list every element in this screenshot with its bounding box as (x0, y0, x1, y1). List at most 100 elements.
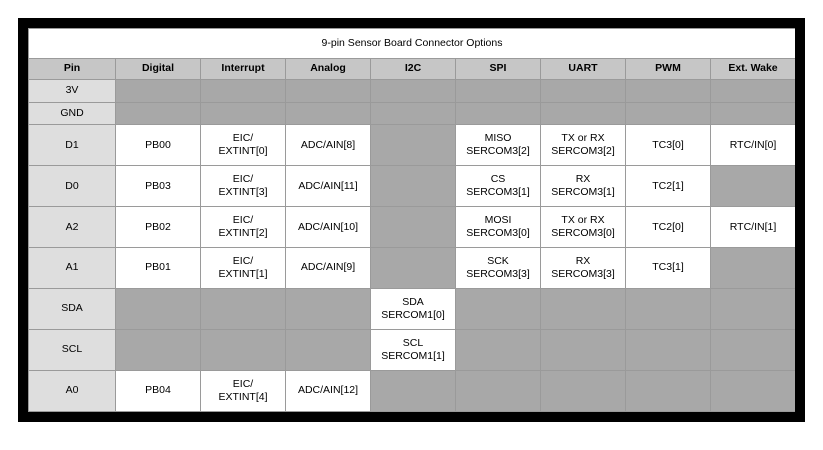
cell-line: EXTINT[3] (218, 186, 268, 199)
cell-d0-pwm: TC2[1] (625, 165, 711, 208)
cell-line: RTC/IN[1] (729, 220, 777, 233)
empty-cell-d1-i2c (370, 124, 456, 167)
empty-cell-d0-ext-wake (709, 165, 795, 208)
empty-cell-gnd-i2c (370, 101, 456, 126)
empty-cell-scl-pwm (625, 329, 711, 371)
cell-line: SCK (487, 254, 509, 267)
cell-line: TC3[1] (652, 261, 684, 274)
cell-line: PB02 (145, 220, 171, 233)
cell-a1-analog: ADC/AIN[9] (285, 247, 371, 290)
cell-a2-analog: ADC/AIN[10] (285, 206, 371, 249)
table-row: 3V (28, 79, 795, 103)
cell-line: EIC/ (232, 377, 254, 390)
pin-label-d1: D1 (28, 124, 116, 167)
empty-cell-gnd-ext-wake (709, 101, 795, 126)
empty-cell-gnd-spi (455, 101, 541, 126)
empty-cell-3v-spi (455, 79, 541, 103)
cell-line: ADC/AIN[9] (300, 261, 356, 274)
cell-a2-digital: PB02 (115, 206, 201, 249)
empty-cell-3v-ext-wake (709, 79, 795, 103)
cell-d0-digital: PB03 (115, 165, 201, 208)
empty-cell-gnd-digital (115, 101, 201, 126)
empty-cell-sda-analog (285, 288, 371, 330)
cell-a1-interrupt: EIC/EXTINT[1] (200, 247, 286, 290)
cell-line: CS (490, 172, 506, 185)
empty-cell-scl-ext-wake (709, 329, 795, 371)
cell-line: SERCOM3[2] (466, 145, 530, 158)
cell-a0-digital: PB04 (115, 369, 201, 412)
cell-d0-interrupt: EIC/EXTINT[3] (200, 165, 286, 208)
empty-cell-3v-i2c (370, 79, 456, 103)
empty-cell-a0-i2c (370, 369, 456, 412)
cell-line: RX (575, 254, 591, 267)
cell-line: SERCOM3[2] (551, 145, 615, 158)
cell-d1-ext-wake: RTC/IN[0] (709, 124, 795, 167)
title-row: 9-pin Sensor Board Connector Options (28, 28, 795, 59)
pin-label-sda: SDA (28, 288, 116, 330)
cell-line: EIC/ (232, 172, 254, 185)
cell-line: TX or RX (561, 132, 605, 145)
cell-line: SERCOM1[1] (381, 349, 445, 362)
pin-label-a0: A0 (28, 369, 116, 412)
cell-line: PB03 (145, 179, 171, 192)
empty-cell-gnd-pwm (625, 101, 711, 126)
column-header-pin: Pin (28, 58, 116, 80)
cell-line: EXTINT[0] (218, 145, 268, 158)
empty-cell-a0-ext-wake (709, 369, 795, 412)
empty-cell-scl-spi (455, 329, 541, 371)
cell-line: SDA (402, 295, 424, 308)
pin-options-table: 9-pin Sensor Board Connector Options Pin… (28, 28, 795, 412)
empty-cell-sda-ext-wake (709, 288, 795, 330)
table-container: 9-pin Sensor Board Connector Options Pin… (28, 28, 795, 412)
cell-line: TX or RX (561, 213, 605, 226)
empty-cell-sda-spi (455, 288, 541, 330)
column-header-i2c: I2C (370, 58, 456, 80)
empty-cell-sda-pwm (625, 288, 711, 330)
cell-d1-interrupt: EIC/EXTINT[0] (200, 124, 286, 167)
cell-line: PB04 (145, 384, 171, 397)
cell-line: EXTINT[2] (218, 227, 268, 240)
pin-label-3v: 3V (28, 79, 116, 103)
empty-cell-a0-uart (540, 369, 626, 412)
cell-line: RTC/IN[0] (729, 138, 777, 151)
cell-line: TC2[0] (652, 220, 684, 233)
cell-line: SERCOM3[1] (551, 186, 615, 199)
empty-cell-a1-ext-wake (709, 247, 795, 290)
column-header-interrupt: Interrupt (200, 58, 286, 80)
cell-line: SERCOM3[0] (551, 227, 615, 240)
table-frame: 9-pin Sensor Board Connector Options Pin… (18, 18, 805, 422)
pin-label-d0: D0 (28, 165, 116, 208)
empty-cell-sda-digital (115, 288, 201, 330)
cell-line: EIC/ (232, 132, 254, 145)
empty-cell-3v-interrupt (200, 79, 286, 103)
pin-label-a2: A2 (28, 206, 116, 249)
empty-cell-3v-pwm (625, 79, 711, 103)
empty-cell-3v-digital (115, 79, 201, 103)
cell-line: RX (575, 172, 591, 185)
empty-cell-scl-digital (115, 329, 201, 371)
empty-cell-gnd-interrupt (200, 101, 286, 126)
cell-d1-digital: PB00 (115, 124, 201, 167)
cell-line: PB01 (145, 261, 171, 274)
empty-cell-a1-i2c (370, 247, 456, 290)
column-header-uart: UART (540, 58, 626, 80)
cell-line: EIC/ (232, 254, 254, 267)
table-title: 9-pin Sensor Board Connector Options (28, 28, 795, 59)
empty-cell-d0-i2c (370, 165, 456, 208)
cell-line: SERCOM3[0] (466, 227, 530, 240)
table-head: 9-pin Sensor Board Connector Options Pin… (28, 28, 795, 80)
cell-line: SCL (402, 336, 424, 349)
pin-label-gnd: GND (28, 101, 116, 126)
cell-line: EIC/ (232, 213, 254, 226)
